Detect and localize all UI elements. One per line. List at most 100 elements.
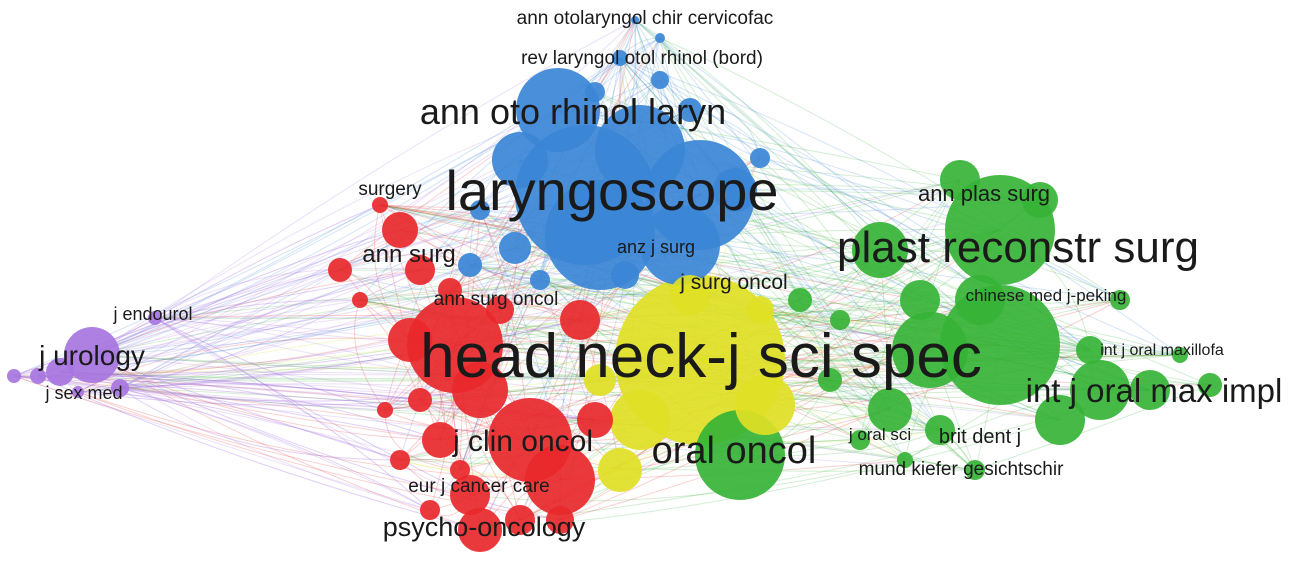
journal-node-yellow[interactable] xyxy=(670,275,710,315)
journal-node-purple[interactable] xyxy=(111,379,129,397)
journal-node-green[interactable] xyxy=(900,280,940,320)
label-anz-j-surg[interactable]: anz j surg xyxy=(617,237,695,257)
journal-node-blue[interactable] xyxy=(499,232,531,264)
journal-node-blue[interactable] xyxy=(611,261,639,289)
label-j-sex-med[interactable]: j sex med xyxy=(44,383,122,403)
journal-node-green[interactable] xyxy=(925,415,955,445)
label-chinese-med-j-peking[interactable]: chinese med j-peking xyxy=(966,286,1127,305)
label-j-clin-oncol[interactable]: j clin oncol xyxy=(452,425,593,458)
label-ann-plas-surg[interactable]: ann plas surg xyxy=(918,181,1050,206)
journal-node-green[interactable] xyxy=(1076,336,1104,364)
label-plast-reconstr-surg[interactable]: plast reconstr surg xyxy=(837,223,1199,272)
label-j-urology[interactable]: j urology xyxy=(38,340,145,371)
journal-node-red[interactable] xyxy=(458,508,502,552)
label-ann-surg-oncol[interactable]: ann surg oncol xyxy=(434,289,559,310)
journal-node-yellow[interactable] xyxy=(746,296,774,324)
journal-node-blue[interactable] xyxy=(631,16,639,24)
journal-node-red[interactable] xyxy=(450,475,490,515)
label-oral-oncol[interactable]: oral oncol xyxy=(652,430,817,472)
journal-node-green[interactable] xyxy=(788,288,812,312)
journal-node-red[interactable] xyxy=(352,292,368,308)
journal-node-blue[interactable] xyxy=(612,50,628,66)
journal-node-green[interactable] xyxy=(830,310,850,330)
label-brit-dent-j[interactable]: brit dent j xyxy=(939,426,1021,448)
network-link xyxy=(13,375,976,471)
journal-node-green[interactable] xyxy=(1022,182,1058,218)
journal-node-red[interactable] xyxy=(546,506,574,534)
label-head-neck-j-sci-spec[interactable]: head neck-j sci spec xyxy=(420,322,982,391)
journal-node-yellow[interactable] xyxy=(610,390,670,450)
journal-node-red[interactable] xyxy=(486,296,514,324)
journal-node-green[interactable] xyxy=(897,452,913,468)
journal-node-green[interactable] xyxy=(818,368,842,392)
label-laryngoscope[interactable]: laryngoscope xyxy=(445,159,778,222)
journal-node-blue[interactable] xyxy=(655,33,665,43)
label-j-endourol[interactable]: j endourol xyxy=(112,304,192,324)
journal-node-blue[interactable] xyxy=(640,205,720,285)
journal-node-blue[interactable] xyxy=(750,148,770,168)
network-link xyxy=(119,269,341,389)
journal-node-red[interactable] xyxy=(577,402,613,438)
label-ann-otolaryngol-chir-cervicofac[interactable]: ann otolaryngol chir cervicofac xyxy=(517,8,774,29)
journal-node-blue[interactable] xyxy=(678,98,702,122)
journal-node-blue[interactable] xyxy=(585,82,605,102)
journal-node-red[interactable] xyxy=(525,445,595,515)
journal-node-red[interactable] xyxy=(422,422,458,458)
journal-node-blue[interactable] xyxy=(516,68,600,152)
journal-node-red[interactable] xyxy=(560,300,600,340)
journal-node-blue[interactable] xyxy=(651,71,669,89)
journal-node-red[interactable] xyxy=(438,278,462,302)
journal-node-green[interactable] xyxy=(852,222,908,278)
journal-node-green[interactable] xyxy=(1198,373,1222,397)
journal-node-blue[interactable] xyxy=(530,270,550,290)
journal-node-blue[interactable] xyxy=(595,105,685,195)
label-psycho-oncology[interactable]: psycho-oncology xyxy=(383,512,586,542)
journal-node-red[interactable] xyxy=(390,450,410,470)
journal-node-purple[interactable] xyxy=(148,311,162,325)
journal-node-yellow[interactable] xyxy=(584,364,616,396)
journal-node-red[interactable] xyxy=(452,362,508,418)
label-mund-kiefer-gesichtschir[interactable]: mund kiefer gesichtschir xyxy=(859,459,1065,480)
label-surgery[interactable]: surgery xyxy=(358,179,422,200)
label-ann-oto-rhinol-laryn[interactable]: ann oto rhinol laryn xyxy=(420,91,726,132)
journal-node-blue[interactable] xyxy=(492,132,548,188)
label-int-j-oral-max-impl[interactable]: int j oral max impl xyxy=(1026,372,1283,409)
journal-node-green[interactable] xyxy=(850,430,870,450)
journal-node-green[interactable] xyxy=(1110,290,1130,310)
label-rev-laryngol-otol-rhinol-bord[interactable]: rev laryngol otol rhinol (bord) xyxy=(521,48,763,69)
journal-node-green[interactable] xyxy=(1172,347,1188,363)
journal-node-red[interactable] xyxy=(377,402,393,418)
journal-node-green[interactable] xyxy=(940,160,980,200)
journal-node-red[interactable] xyxy=(372,197,388,213)
label-ann-surg[interactable]: ann surg xyxy=(362,241,455,268)
journal-node-red[interactable] xyxy=(388,318,432,362)
journal-node-green[interactable] xyxy=(1070,360,1130,420)
journal-node-yellow[interactable] xyxy=(735,375,795,435)
journal-node-green[interactable] xyxy=(868,388,912,432)
label-int-j-oral-maxillofa[interactable]: int j oral maxillofa xyxy=(1100,342,1224,359)
label-j-oral-sci[interactable]: j oral sci xyxy=(848,425,911,444)
journal-node-purple[interactable] xyxy=(7,369,21,383)
journal-node-green[interactable] xyxy=(1035,395,1085,445)
journal-node-red[interactable] xyxy=(450,460,470,480)
journal-node-green[interactable] xyxy=(965,460,985,480)
journal-node-blue[interactable] xyxy=(470,200,490,220)
journal-node-red[interactable] xyxy=(408,388,432,412)
journal-node-red[interactable] xyxy=(328,258,352,282)
journal-node-red[interactable] xyxy=(382,212,418,248)
journal-node-purple[interactable] xyxy=(72,386,84,398)
journal-node-blue[interactable] xyxy=(713,168,757,212)
journal-node-blue[interactable] xyxy=(458,253,482,277)
label-j-surg-oncol[interactable]: j surg oncol xyxy=(679,271,787,294)
journal-node-red[interactable] xyxy=(420,500,440,520)
journal-node-purple[interactable] xyxy=(64,327,120,383)
journal-node-green[interactable] xyxy=(892,312,968,388)
journal-node-purple[interactable] xyxy=(46,358,74,386)
journal-node-red[interactable] xyxy=(405,255,435,285)
journal-node-green[interactable] xyxy=(955,275,1005,325)
journal-node-purple[interactable] xyxy=(30,368,46,384)
journal-node-yellow[interactable] xyxy=(598,448,642,492)
label-eur-j-cancer-care[interactable]: eur j cancer care xyxy=(408,476,550,497)
journal-node-green[interactable] xyxy=(1130,370,1170,410)
journal-node-red[interactable] xyxy=(505,505,535,535)
